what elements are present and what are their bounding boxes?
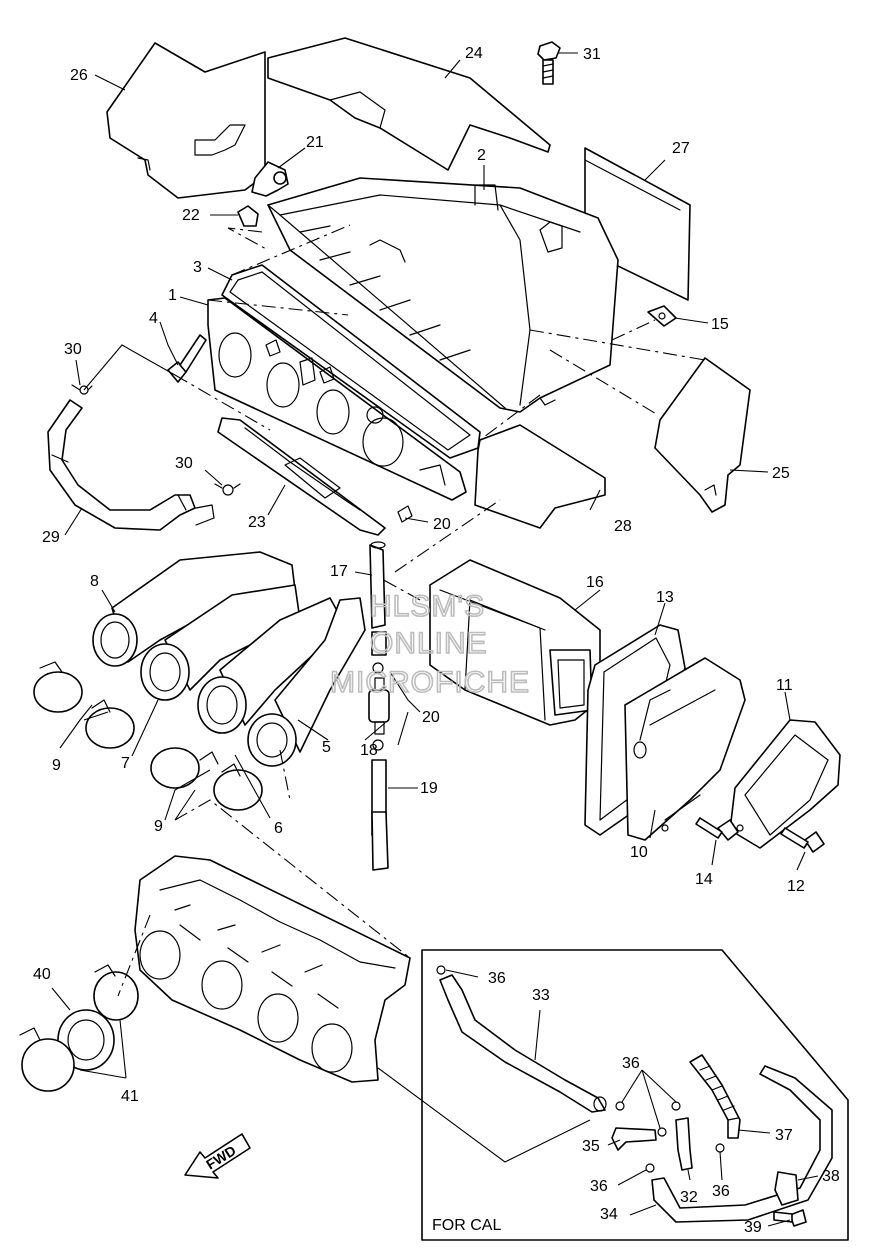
- callout-12: 12: [787, 878, 805, 895]
- intake-runner-7: [140, 584, 301, 701]
- callout-21: 21: [306, 134, 324, 151]
- callout-36-middle: 36: [622, 1055, 640, 1072]
- callout-38: 38: [822, 1168, 840, 1185]
- intake-runner-6: [197, 597, 346, 734]
- inline-filter-18: [368, 662, 390, 751]
- hose-37: [689, 1054, 741, 1139]
- callout-29: 29: [42, 529, 60, 546]
- callout-34: 34: [600, 1206, 618, 1223]
- callout-6: 6: [274, 820, 283, 837]
- callout-8: 8: [90, 573, 99, 590]
- callout-30-lower: 30: [175, 455, 193, 472]
- cover-11: [729, 719, 841, 849]
- callout-26: 26: [70, 67, 88, 84]
- callout-20-upper: 20: [433, 516, 451, 533]
- callout-5: 5: [322, 739, 331, 756]
- fitting-35: [611, 1127, 657, 1151]
- hose-29: [47, 399, 215, 531]
- watermark-line2: ONLINE: [370, 627, 488, 660]
- callout-3: 3: [193, 259, 202, 276]
- callout-27: 27: [672, 140, 690, 157]
- intake-plate-1: [207, 297, 467, 501]
- clamps-9-lower: [150, 747, 263, 811]
- callout-37: 37: [775, 1127, 793, 1144]
- side-panel-26: [106, 42, 266, 199]
- intake-duct-10: [624, 657, 746, 841]
- callout-23: 23: [248, 514, 266, 531]
- callout-11: 11: [776, 677, 793, 694]
- callout-33: 33: [532, 987, 550, 1004]
- for-cal-inset: FOR CAL: [377, 949, 849, 1241]
- callout-20-lower: 20: [422, 709, 440, 726]
- callout-14: 14: [695, 871, 713, 888]
- callout-19: 19: [420, 780, 438, 797]
- clip-nut-15: [647, 305, 677, 327]
- joint-40-41: [19, 964, 139, 1092]
- clip-20-upper: [397, 505, 413, 523]
- callout-36-top: 36: [488, 970, 506, 987]
- fitting-38: [774, 1171, 799, 1206]
- hose-34: [651, 1065, 833, 1223]
- callout-22: 22: [182, 207, 200, 224]
- callout-31: 31: [583, 46, 601, 63]
- inset-label: FOR CAL: [432, 1217, 501, 1234]
- clip-22: [237, 205, 259, 227]
- callout-16: 16: [586, 574, 604, 591]
- side-panel-25: [654, 357, 751, 513]
- screw-14: [695, 817, 739, 841]
- callout-2: 2: [477, 147, 486, 164]
- clip-30-lower: [214, 483, 241, 496]
- hose-32: [675, 1117, 693, 1171]
- watermark-line3: MICROFICHE: [330, 666, 530, 699]
- screw-4: [167, 334, 207, 383]
- seal-strip-23: [217, 417, 386, 536]
- tube-17: [369, 541, 387, 656]
- callout-1: 1: [168, 287, 177, 304]
- hose-33: [439, 974, 607, 1113]
- screw-39: [773, 1209, 807, 1227]
- callout-35: 35: [582, 1138, 600, 1155]
- callout-39: 39: [744, 1219, 762, 1236]
- callout-18: 18: [360, 742, 378, 759]
- callout-36-left: 36: [590, 1178, 608, 1195]
- leader-lines: [51, 52, 819, 1227]
- top-cover-24: [267, 37, 551, 171]
- callout-36-right: 36: [712, 1183, 730, 1200]
- watermark-line1: HLSM'S: [370, 590, 485, 623]
- intake-runner-5: [247, 597, 366, 767]
- callout-9-lower: 9: [154, 818, 163, 835]
- callout-25: 25: [772, 465, 790, 482]
- watermark: HLSM'S ONLINE MICROFICHE: [329, 589, 530, 700]
- air-filter-16: [429, 559, 601, 726]
- callout-41: 41: [121, 1088, 139, 1105]
- clamps-9-upper: [33, 661, 135, 749]
- callout-4: 4: [149, 310, 158, 327]
- callout-30-upper: 30: [64, 341, 82, 358]
- forward-arrow: FWD: [184, 1133, 251, 1179]
- tube-19: [371, 759, 389, 871]
- callout-numbers: 26 24 31 27 2 21 22 3 1 4 15 30 30 23 20…: [33, 45, 840, 1236]
- callout-10: 10: [630, 844, 648, 861]
- throttle-body: [134, 855, 411, 1083]
- callout-17: 17: [330, 563, 348, 580]
- callout-24: 24: [465, 45, 483, 62]
- fitting-21: [251, 161, 289, 197]
- callout-15: 15: [711, 316, 729, 333]
- callout-32: 32: [680, 1189, 698, 1206]
- callout-40: 40: [33, 966, 51, 983]
- callout-13: 13: [656, 589, 674, 606]
- bolt-31: [537, 41, 561, 85]
- air-box-housing-2: [267, 177, 619, 413]
- clip-30-upper: [71, 384, 93, 395]
- callout-28: 28: [614, 518, 632, 535]
- screw-12: [780, 827, 825, 853]
- filter-pad-28: [474, 424, 606, 529]
- callout-9-upper: 9: [52, 757, 61, 774]
- callout-7: 7: [121, 755, 130, 772]
